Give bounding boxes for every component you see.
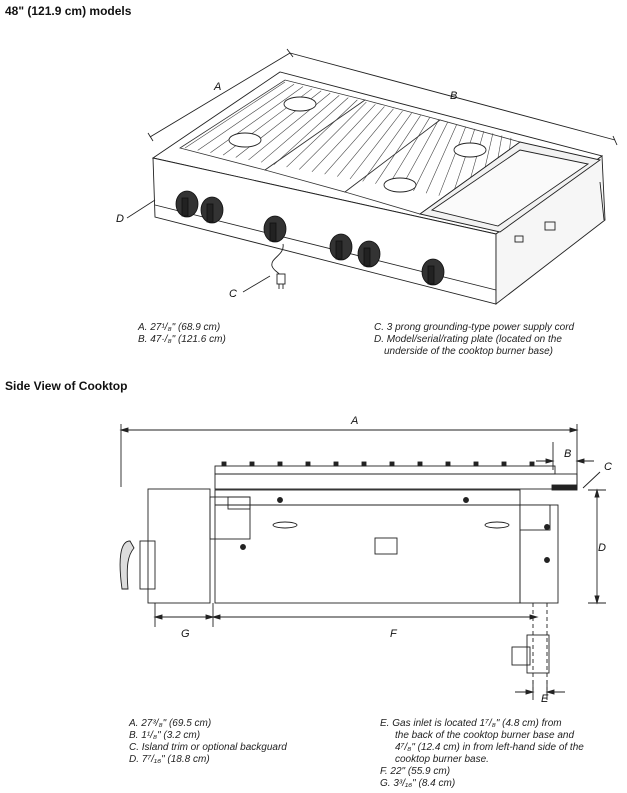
grate-bar [362, 113, 412, 182]
grate-bar [438, 126, 467, 196]
grate-bar [400, 119, 439, 189]
side-legend-left: A. 27³/₈" (69.5 cm) B. 1¹/₈" (3.2 cm) C.… [129, 718, 287, 766]
grate-bar [337, 108, 394, 177]
trim-peg [445, 461, 451, 467]
side-note-g: G. 3³/₁₆" (8.4 cm) [380, 778, 456, 789]
top-legend-left: A. 27¹/₈" (68.9 cm) B. 47·/₈" (121.6 cm) [138, 322, 226, 346]
grate-bar [413, 122, 448, 192]
dimension-label-b: B [450, 90, 457, 102]
callout-label-c: C [229, 288, 237, 300]
trim-peg [529, 461, 535, 467]
trim-peg [305, 461, 311, 467]
control-knobs [175, 190, 445, 286]
side-note-d: D. 7⁷/₁₆" (18.8 cm) [129, 754, 210, 765]
grate-bar [273, 97, 349, 165]
grate-bar [451, 128, 476, 199]
knob-4-icon [329, 233, 353, 261]
grate-bar [248, 92, 331, 161]
trim-peg [473, 461, 479, 467]
note-a: A. 27¹/₈" (68.9 cm) [138, 322, 221, 333]
side-label-f: F [390, 628, 398, 640]
note-c: C. 3 prong grounding-type power supply c… [374, 322, 575, 333]
trim-peg [417, 461, 423, 467]
knob-2-icon [200, 196, 224, 224]
cooktop-top-illustration [147, 48, 618, 305]
knob-1-icon [175, 190, 199, 218]
grate-bar [184, 81, 286, 149]
grate-bar [197, 83, 295, 151]
trim-peg [501, 461, 507, 467]
side-note-e-4: cooktop burner base. [395, 754, 489, 765]
trim-peg [389, 461, 395, 467]
side-note-e-3: 4⁷/₈" (12.4 cm) in from left-hand side o… [395, 742, 584, 753]
side-label-g: G [181, 628, 190, 640]
note-d-cont: underside of the cooktop burner base) [384, 346, 553, 357]
grate-bar [387, 117, 430, 187]
grate-bar [210, 86, 304, 154]
trim-peg [361, 461, 367, 467]
power-cord-icon [271, 243, 286, 289]
side-label-e: E [541, 693, 549, 705]
grate-bar [375, 115, 421, 184]
trim-peg [277, 461, 283, 467]
top-legend-right: C. 3 prong grounding-type power supply c… [374, 322, 574, 358]
trim-peg [249, 461, 255, 467]
side-label-d: D [598, 542, 606, 554]
grate-bar [286, 99, 358, 168]
side-heading: Side View of Cooktop [5, 379, 128, 393]
top-heading: 48" (121.9 cm) models [5, 4, 132, 18]
grate-bar [349, 110, 403, 180]
note-d: D. Model/serial/rating plate (located on… [374, 334, 562, 345]
grate-bar [311, 104, 376, 173]
grate-bar [324, 106, 385, 175]
knob-6-icon [421, 258, 445, 286]
side-label-a: A [350, 415, 358, 427]
side-note-f: F. 22" (55.9 cm) [380, 766, 451, 777]
side-note-e: E. Gas inlet is located 1⁷/₈" (4.8 cm) f… [380, 718, 562, 729]
note-b: B. 47·/₈" (121.6 cm) [138, 334, 226, 345]
knob-5-icon [357, 240, 381, 268]
trim-peg [221, 461, 227, 467]
cooktop-side-illustration [119, 424, 606, 700]
side-note-a: A. 27³/₈" (69.5 cm) [129, 718, 212, 729]
dimension-label-a: A [213, 81, 221, 93]
grate-bar [425, 124, 458, 194]
side-note-b: B. 1¹/₈" (3.2 cm) [129, 730, 201, 741]
knob-3-icon [263, 215, 287, 243]
trim-peg [333, 461, 339, 467]
grate-bar [299, 101, 367, 170]
side-label-b: B [564, 448, 571, 460]
side-note-e-2: the back of the cooktop burner base and [395, 730, 575, 741]
side-label-c: C [604, 461, 612, 473]
grate-bar [260, 95, 340, 163]
side-legend-right: E. Gas inlet is located 1⁷/₈" (4.8 cm) f… [380, 718, 584, 790]
side-note-c: C. Island trim or optional backguard [129, 742, 287, 753]
callout-label-d: D [116, 213, 124, 225]
